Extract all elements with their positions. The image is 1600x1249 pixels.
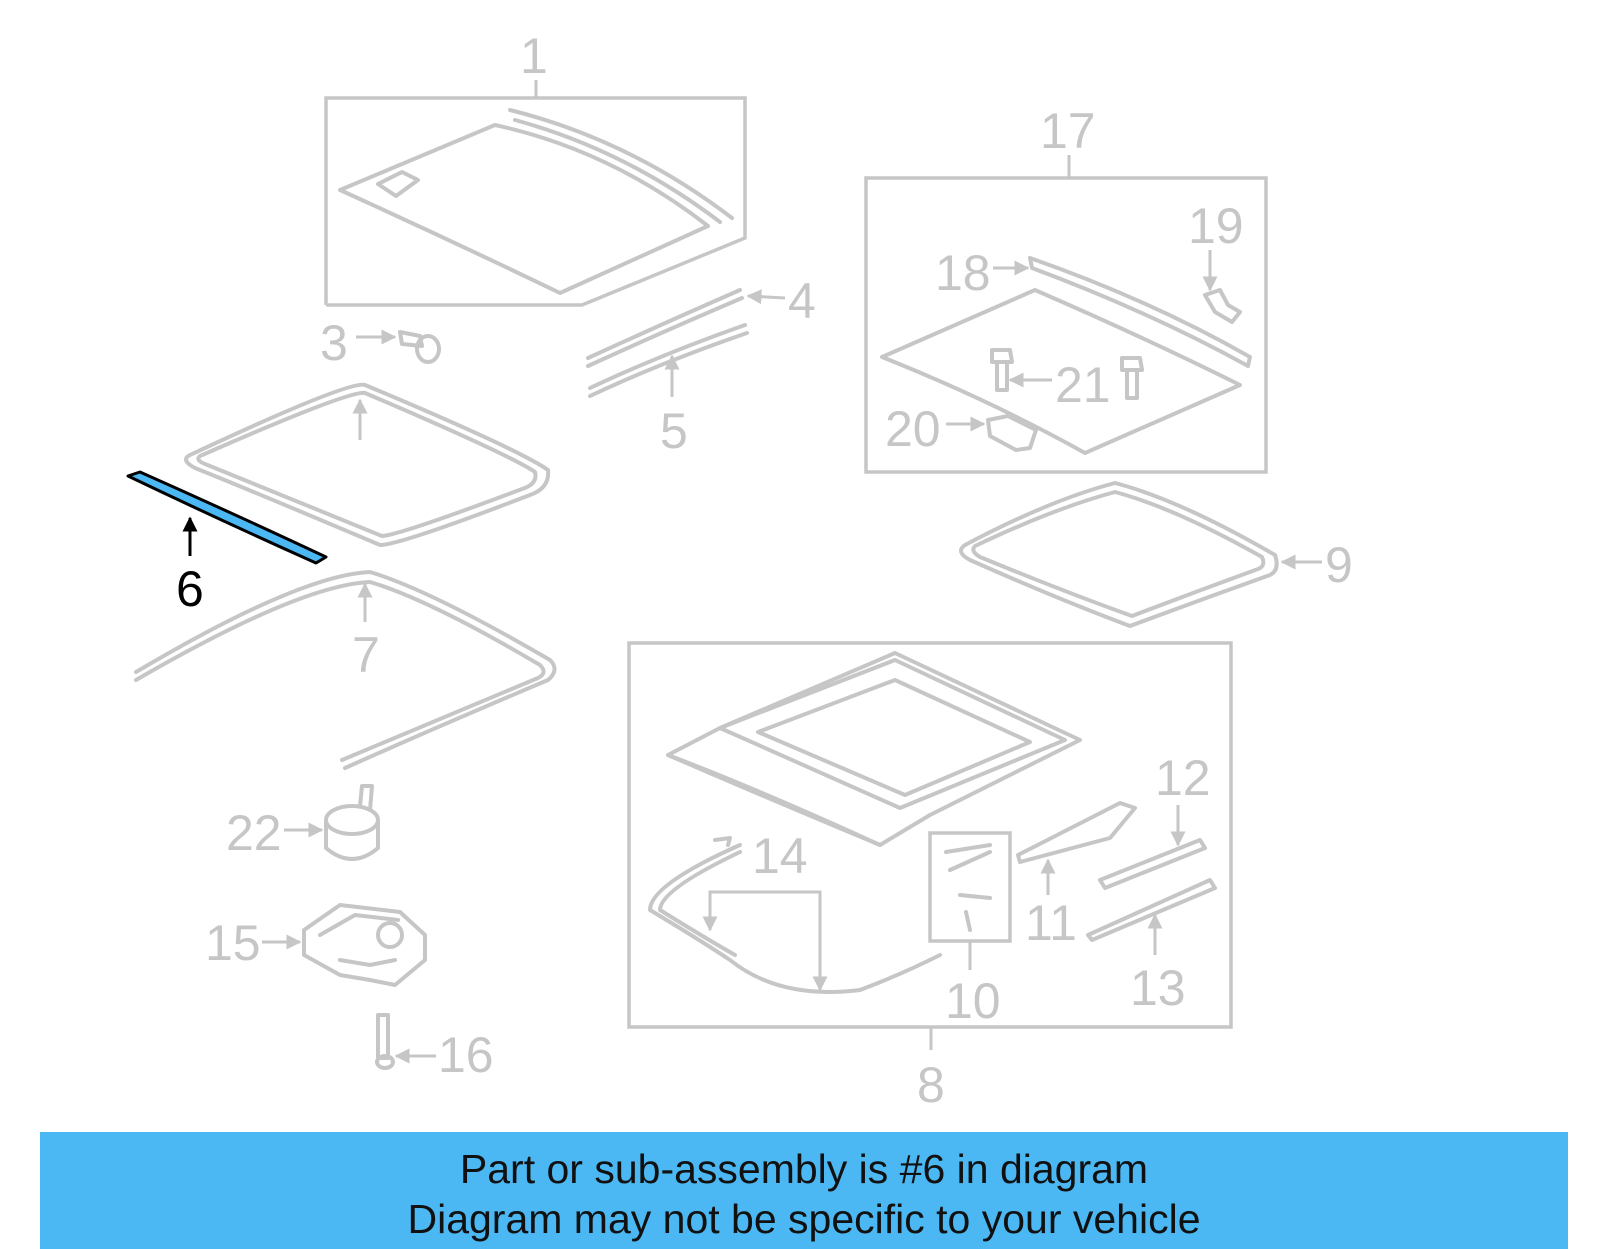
callout-6: 6 — [176, 561, 204, 617]
part-6-highlighted-strip[interactable]: 6 — [126, 470, 328, 617]
callout-17: 17 — [1040, 103, 1096, 159]
callout-4: 4 — [788, 273, 816, 329]
callout-14: 14 — [752, 828, 808, 884]
callout-1: 1 — [520, 28, 548, 84]
part-22-motor[interactable]: 22 — [226, 784, 380, 861]
callout-21: 21 — [1055, 357, 1111, 413]
callout-10: 10 — [945, 973, 1001, 1029]
part-9-seal[interactable]: 9 — [959, 481, 1353, 628]
callout-13: 13 — [1130, 960, 1186, 1016]
part-7-weatherstrip[interactable]: 7 — [134, 570, 557, 770]
part-3-bolt[interactable]: 3 — [320, 315, 441, 371]
callout-11: 11 — [1025, 895, 1077, 951]
callout-18: 18 — [935, 245, 991, 301]
callout-5: 5 — [660, 403, 688, 459]
callout-15: 15 — [205, 915, 261, 971]
info-banner: Part or sub-assembly is #6 in diagram Di… — [40, 1132, 1568, 1249]
part-5-strip[interactable]: 5 — [588, 323, 749, 459]
part-1-glass-panel-group[interactable]: 1 — [324, 28, 747, 307]
callout-8: 8 — [917, 1057, 945, 1113]
callout-7: 7 — [352, 627, 380, 683]
part-15-motor-assembly[interactable]: 15 — [205, 903, 427, 987]
part-16-screw[interactable]: 16 — [375, 1013, 494, 1083]
callout-3: 3 — [320, 315, 348, 371]
part-8-frame-assembly-group[interactable]: 8 14 10 11 12 13 — [627, 641, 1233, 1113]
seal-frame[interactable] — [184, 382, 551, 547]
part-17-glass-assembly-group[interactable]: 17 18 19 21 20 — [864, 103, 1268, 474]
callout-20: 20 — [885, 401, 941, 457]
callout-22: 22 — [226, 805, 282, 861]
callout-9: 9 — [1325, 537, 1353, 593]
callout-16: 16 — [438, 1027, 494, 1083]
banner-line-1: Part or sub-assembly is #6 in diagram — [459, 1146, 1149, 1192]
part-4-strip[interactable]: 4 — [586, 273, 816, 368]
banner-line-2: Diagram may not be specific to your vehi… — [407, 1196, 1201, 1242]
callout-12: 12 — [1155, 750, 1211, 806]
callout-19: 19 — [1188, 198, 1244, 254]
